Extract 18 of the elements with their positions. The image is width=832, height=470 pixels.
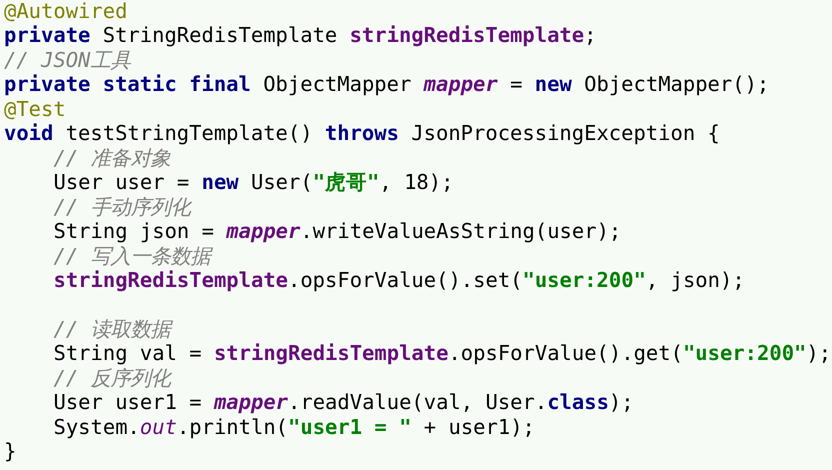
code-comment: // 读取数据	[54, 316, 171, 341]
code-comment: // 反序列化	[54, 366, 171, 390]
code-line: void testStringTemplate() throws JsonProcessingException {	[4, 121, 720, 146]
annotation-line: @Autowired	[4, 0, 128, 23]
code-comment: // 手动序列化	[54, 194, 191, 219]
code-line: User user1 = mapper.readValue(val, User.class);	[54, 390, 634, 414]
annotation-line: @Test	[4, 96, 66, 121]
code-line: User user = new User("虎哥", 18);	[54, 170, 454, 194]
code-comment: // JSON工具	[4, 48, 130, 72]
code-line: String val = stringRedisTemplate.opsForValue().get("user:200");	[54, 341, 832, 366]
code-line: }	[4, 439, 16, 464]
code-line: String json = mapper.writeValueAsString(user);	[54, 219, 622, 244]
code-line: System.out.println("user1 = " + user1);	[54, 414, 535, 439]
code-comment: // 准备对象	[54, 146, 171, 170]
code-comment: // 写入一条数据	[54, 244, 211, 268]
code-line: private static final ObjectMapper mapper = new ObjectMapper();	[4, 72, 770, 96]
code-line: stringRedisTemplate.opsForValue().set("user:200", json);	[54, 268, 745, 292]
code-line: private StringRedisTemplate stringRedisTemplate;	[4, 23, 596, 48]
